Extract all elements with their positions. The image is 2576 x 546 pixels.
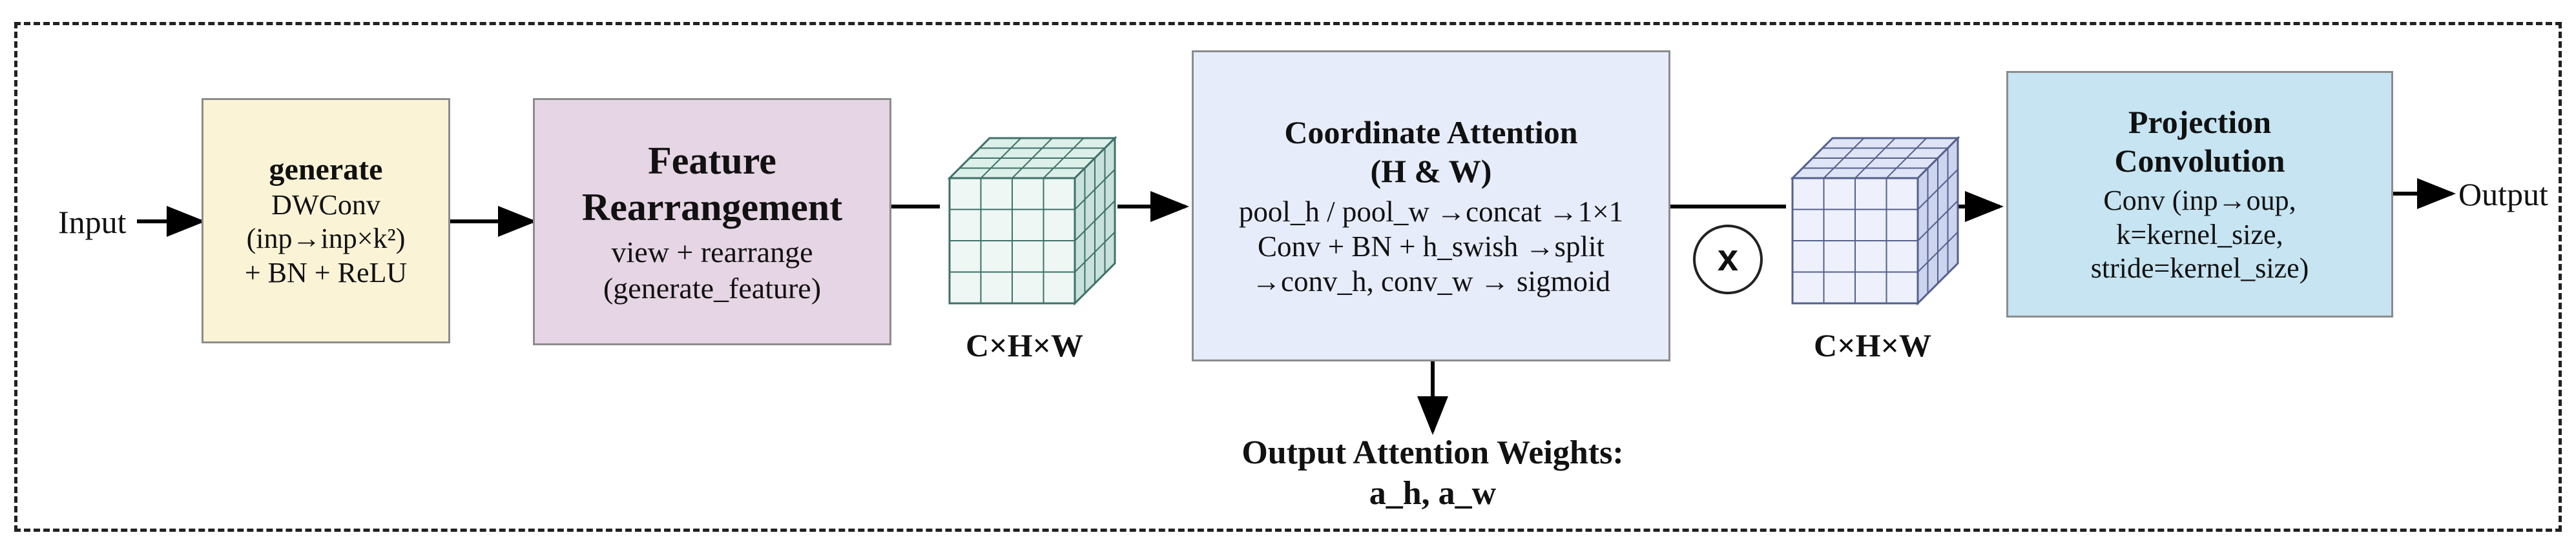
rearrange-line-2: (generate_feature) bbox=[603, 271, 822, 305]
projection-title-1: Projection bbox=[2128, 103, 2272, 140]
coord-title-1: Coordinate Attention bbox=[1284, 114, 1578, 150]
coord-title-2: (H & W) bbox=[1370, 153, 1492, 189]
multiply-symbol: x bbox=[1717, 237, 1739, 279]
multiply-circle bbox=[1693, 225, 1763, 294]
generate-line-1: DWConv bbox=[271, 188, 380, 221]
generate-line-3: + BN + ReLU bbox=[244, 257, 408, 289]
cube-icon-input-tensor bbox=[947, 136, 1117, 306]
attention-output-line-1: Output Attention Weights: bbox=[1241, 434, 1624, 471]
coordinate-attention-box: Coordinate Attention (H & W) pool_h / po… bbox=[1192, 50, 1670, 361]
attention-output-line-2: a_h, a_w bbox=[1369, 475, 1497, 512]
cube-label-input: C×H×W bbox=[966, 327, 1083, 363]
generate-box: generate DWConv (inp→inp×k²) + BN + ReLU bbox=[202, 98, 450, 343]
coord-line-3: →conv_h, conv_w → sigmoid bbox=[1252, 265, 1610, 298]
generate-line-2: (inp→inp×k²) bbox=[246, 223, 406, 255]
cube-label-output: C×H×W bbox=[1814, 327, 1931, 363]
input-label: Input bbox=[58, 204, 127, 240]
projection-convolution-box: Projection Convolution Conv (inp→oup, k=… bbox=[2006, 71, 2393, 318]
feature-rearrangement-box: Feature Rearrangement view + rearrange (… bbox=[533, 98, 891, 345]
rearrange-title-1: Feature bbox=[648, 139, 776, 183]
rearrange-title-2: Rearrangement bbox=[581, 186, 843, 229]
projection-line-1: Conv (inp→oup, bbox=[2103, 184, 2296, 216]
projection-line-2: k=kernel_size, bbox=[2116, 218, 2283, 250]
rearrange-line-1: view + rearrange bbox=[611, 236, 813, 269]
coord-line-2: Conv + BN + h_swish →split bbox=[1257, 230, 1605, 263]
projection-line-3: stride=kernel_size) bbox=[2090, 252, 2309, 285]
generate-title: generate bbox=[269, 152, 383, 187]
dashed-outer-frame bbox=[14, 22, 2562, 532]
projection-title-2: Convolution bbox=[2114, 142, 2285, 179]
cube-icon-output-tensor bbox=[1790, 136, 1960, 306]
coord-line-1: pool_h / pool_w →concat →1×1 bbox=[1238, 196, 1624, 228]
output-label: Output bbox=[2458, 176, 2548, 212]
